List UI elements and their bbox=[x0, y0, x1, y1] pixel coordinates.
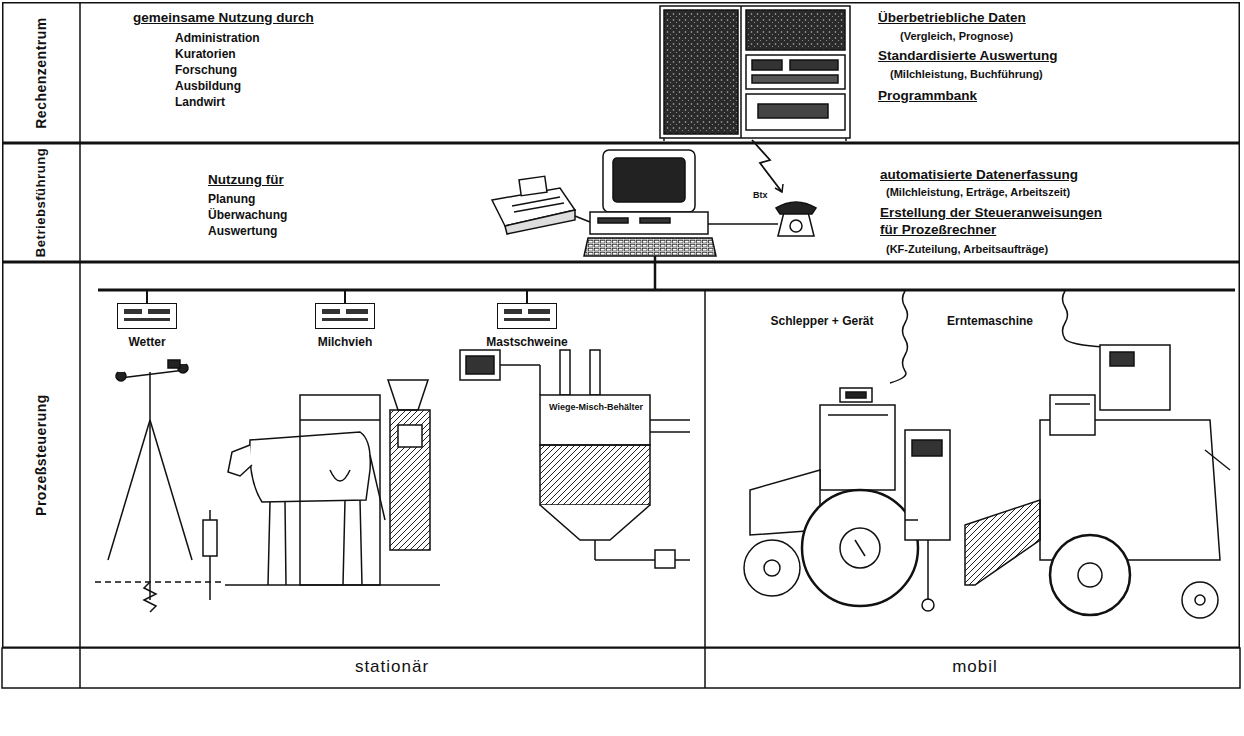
text-label: (Vergleich, Prognose) bbox=[900, 30, 1013, 42]
machine-node: Schlepper + Gerät bbox=[767, 312, 876, 328]
display bbox=[148, 309, 170, 314]
text-label: Wiege-Misch-Behälter bbox=[548, 402, 644, 412]
display bbox=[124, 309, 142, 314]
column-label: mobil bbox=[952, 657, 998, 677]
keypad bbox=[504, 318, 550, 321]
row-label: Rechenzentrum bbox=[33, 17, 49, 129]
keypad bbox=[124, 318, 170, 321]
section-heading: Erstellung der Steueranweisungen für Pro… bbox=[880, 204, 1116, 238]
text-label: (KF-Zuteilung, Arbeitsaufträge) bbox=[886, 243, 1048, 255]
text-label: Kuratorien bbox=[175, 47, 236, 61]
row-band: Prozeßsteuerung Wetter Milchvieh Mastschwei… bbox=[2, 262, 1240, 648]
text-label: Btx bbox=[752, 190, 769, 200]
display bbox=[528, 309, 550, 314]
section-heading: automatisierte Datenerfassung bbox=[880, 167, 1078, 182]
text-label: Überwachung bbox=[208, 208, 287, 222]
section-heading: Standardisierte Auswertung bbox=[878, 48, 1058, 63]
section-heading: Nutzung für bbox=[208, 172, 284, 187]
node-label: Milchvieh bbox=[312, 335, 379, 349]
text-label: Ausbildung bbox=[175, 79, 241, 93]
controller-box bbox=[315, 303, 375, 329]
controller-box bbox=[117, 303, 177, 329]
display bbox=[322, 309, 340, 314]
section-heading: Überbetriebliche Daten bbox=[878, 10, 1026, 25]
row-label: Prozeßsteuerung bbox=[33, 394, 49, 516]
node-label: Erntemaschine bbox=[944, 314, 1036, 328]
process-computer: Mastschweine bbox=[483, 303, 570, 349]
node-label: Schlepper + Gerät bbox=[767, 314, 876, 328]
process-computer: Milchvieh bbox=[312, 303, 379, 349]
text-label: Administration bbox=[175, 31, 260, 45]
display bbox=[346, 309, 368, 314]
text-label: Auswertung bbox=[208, 224, 277, 238]
section-heading: Programmbank bbox=[878, 88, 977, 103]
text-label: (Milchleistung, Erträge, Arbeitszeit) bbox=[886, 186, 1070, 198]
column-label: stationär bbox=[355, 657, 429, 677]
display bbox=[504, 309, 522, 314]
text-label: (Milchleistung, Buchführung) bbox=[890, 68, 1043, 80]
section-heading: gemeinsame Nutzung durch bbox=[133, 10, 314, 25]
text-label: Landwirt bbox=[175, 95, 225, 109]
text-label: Planung bbox=[208, 192, 255, 206]
machine-node: Erntemaschine bbox=[944, 312, 1036, 328]
text-label: Forschung bbox=[175, 63, 237, 77]
node-label: Mastschweine bbox=[483, 335, 570, 349]
process-computer: Wetter bbox=[114, 303, 181, 349]
row-band: Betriebsführung bbox=[2, 143, 1240, 262]
node-label: Wetter bbox=[114, 335, 181, 349]
keypad bbox=[322, 318, 368, 321]
row-label: Betriebsführung bbox=[34, 148, 49, 257]
controller-box bbox=[497, 303, 557, 329]
